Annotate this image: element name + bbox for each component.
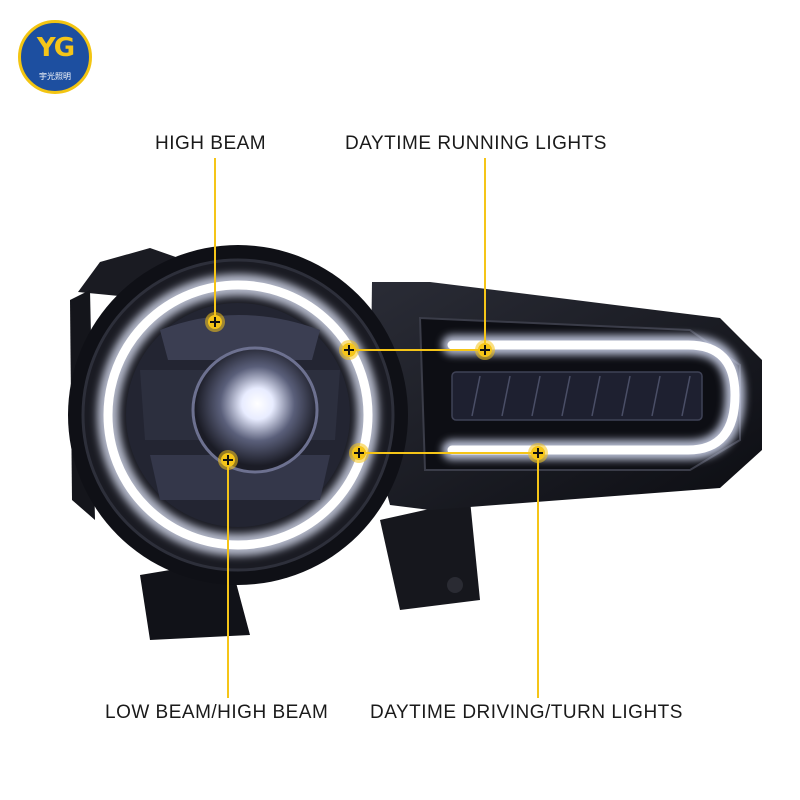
plus-circle-icon [528, 443, 548, 463]
plus-circle-icon [205, 312, 225, 332]
daytime-driving-turn-lights-label: DAYTIME DRIVING/TURN LIGHTS [370, 702, 683, 723]
low-high-beam-label: LOW BEAM/HIGH BEAM [105, 702, 329, 723]
drl-light-tube [442, 335, 746, 460]
plus-circle-icon [349, 443, 369, 463]
main-headlight [68, 245, 408, 585]
plus-circle-icon [475, 340, 495, 360]
daytime-running-lights-label: DAYTIME RUNNING LIGHTS [345, 133, 607, 154]
plus-circle-icon [218, 450, 238, 470]
brand-logo: YG 宇光照明 [18, 20, 92, 94]
logo-text: 宇光照明 [39, 72, 71, 81]
high-beam-label: HIGH BEAM [155, 133, 267, 154]
logo-mark: YG [36, 33, 75, 63]
callout-lines [214, 158, 539, 698]
drl-led-strip [451, 371, 703, 421]
plus-circle-icon [339, 340, 359, 360]
